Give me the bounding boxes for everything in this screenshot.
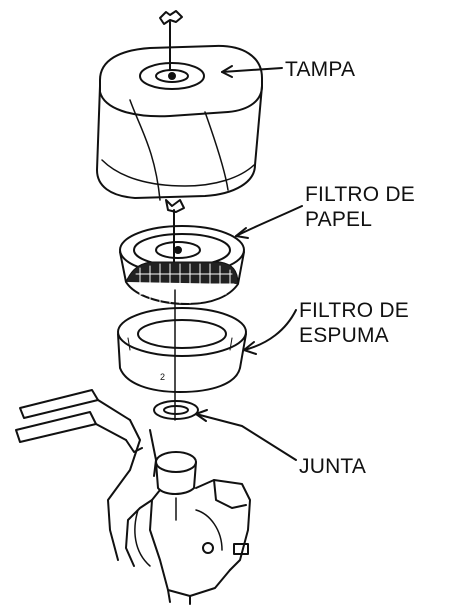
foam-filter-part: 2 <box>117 289 247 421</box>
svg-text:2: 2 <box>160 372 165 382</box>
gasket-part <box>153 400 199 420</box>
label-foam-filter-line1: FILTRO DE <box>299 299 409 322</box>
label-cover: TAMPA <box>285 57 355 82</box>
label-gasket-text: JUNTA <box>299 455 367 478</box>
engine-base <box>15 389 251 605</box>
label-paper-filter: FILTRO DE PAPEL <box>305 182 415 232</box>
wing-nut <box>159 10 183 71</box>
label-foam-filter-line2: ESPUMA <box>299 324 389 347</box>
label-gasket: JUNTA <box>299 454 366 479</box>
paper-filter-part <box>119 199 245 305</box>
label-paper-filter-line2: PAPEL <box>305 208 373 231</box>
cover-part <box>96 44 263 201</box>
label-cover-text: TAMPA <box>285 58 356 81</box>
label-foam-filter: FILTRO DE ESPUMA <box>299 298 409 348</box>
label-paper-filter-line1: FILTRO DE <box>305 183 415 206</box>
leader-lines <box>195 65 303 461</box>
